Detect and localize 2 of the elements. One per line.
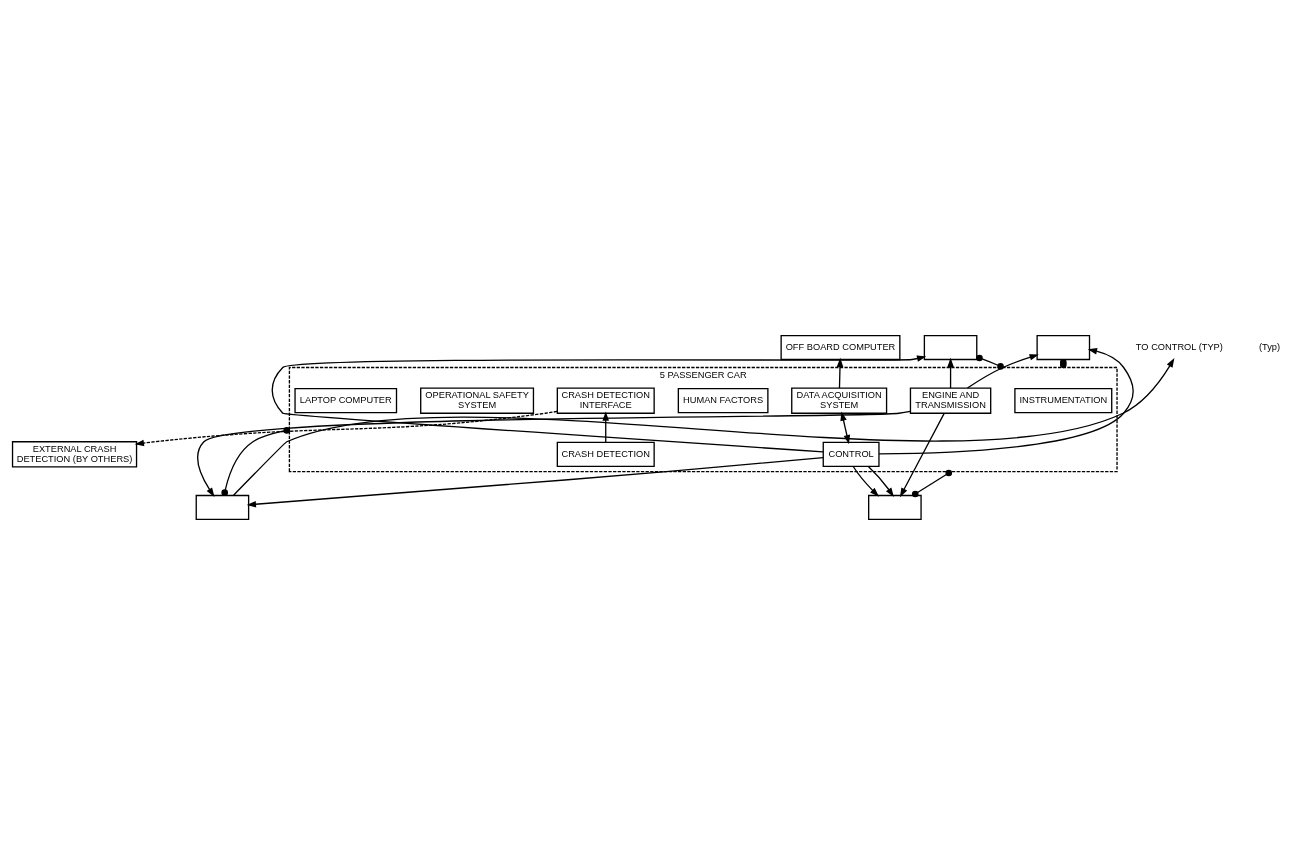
label: (Typ) (1259, 342, 1281, 353)
node-text: TO CONTROL (TYP) (1135, 342, 1223, 353)
